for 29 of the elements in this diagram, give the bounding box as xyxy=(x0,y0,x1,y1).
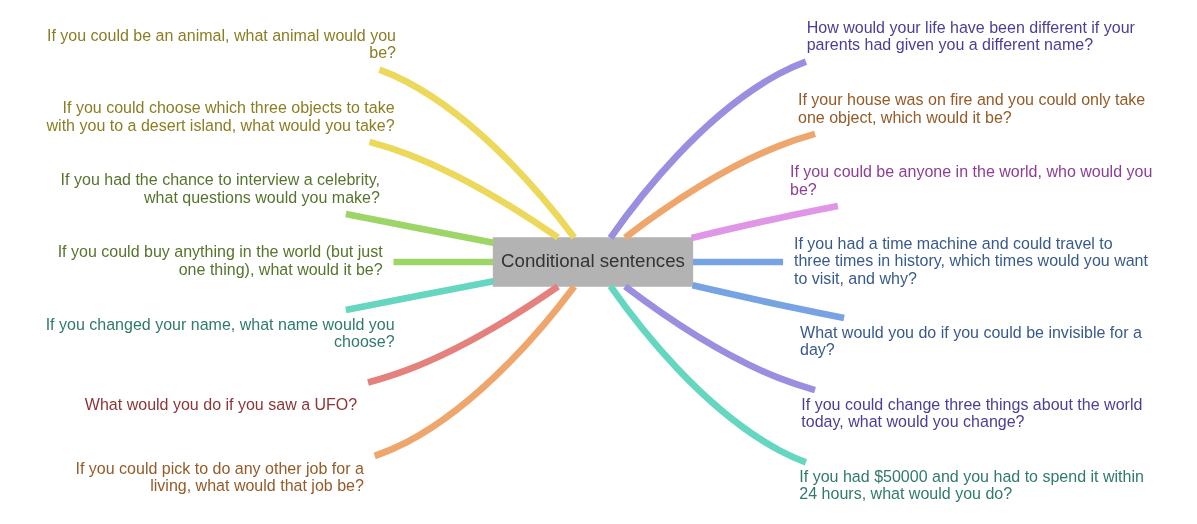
connector xyxy=(607,58,807,240)
node-text: How would your life have been different if your parents had given you a different name? xyxy=(806,18,1135,54)
node-text: If you had $50000 and you had to spend it within 24 hours, what would you do? xyxy=(798,466,1144,503)
connector xyxy=(393,258,493,266)
connector xyxy=(607,284,807,466)
node-text: If you changed your name, what name would you choose? xyxy=(45,314,395,350)
node-text: If you had the chance to interview a celebrity, what questions would you make? xyxy=(60,170,380,206)
connector xyxy=(366,283,560,386)
node-text: If you could choose which three objects to take with you to a desert island, what would you take? xyxy=(46,98,395,134)
connector xyxy=(368,138,560,241)
node-box: Conditional sentences xyxy=(492,237,693,287)
connector xyxy=(622,283,816,394)
node-text: If you could be anyone in the world, who would you be? xyxy=(789,162,1152,198)
node-text: What would you do if you saw a UFO? xyxy=(84,395,357,414)
node-text: If you had a time machine and could travel to three times in history, which times would you want to visit, and why? xyxy=(793,233,1148,287)
node-text: If you could be an animal, what animal would you be? xyxy=(46,26,396,62)
connector xyxy=(692,258,783,266)
connector xyxy=(344,210,494,247)
node-text: If you could buy anything in the world (but just one thing), what would it be? xyxy=(57,242,383,278)
connector xyxy=(344,277,494,314)
connector xyxy=(377,66,577,240)
connector xyxy=(690,202,839,242)
node-text: What would you do if you could be invisible for a day? xyxy=(799,322,1142,358)
node-text: If you could pick to do any other job for a living, what would that job be? xyxy=(74,458,364,495)
node-text: If you could change three things about the world today, what would you change? xyxy=(800,394,1142,431)
node-text: If your house was on fire and you could only take one object, which would it be? xyxy=(797,90,1145,126)
connector xyxy=(691,282,845,322)
connector xyxy=(373,284,577,460)
connector xyxy=(622,130,816,241)
